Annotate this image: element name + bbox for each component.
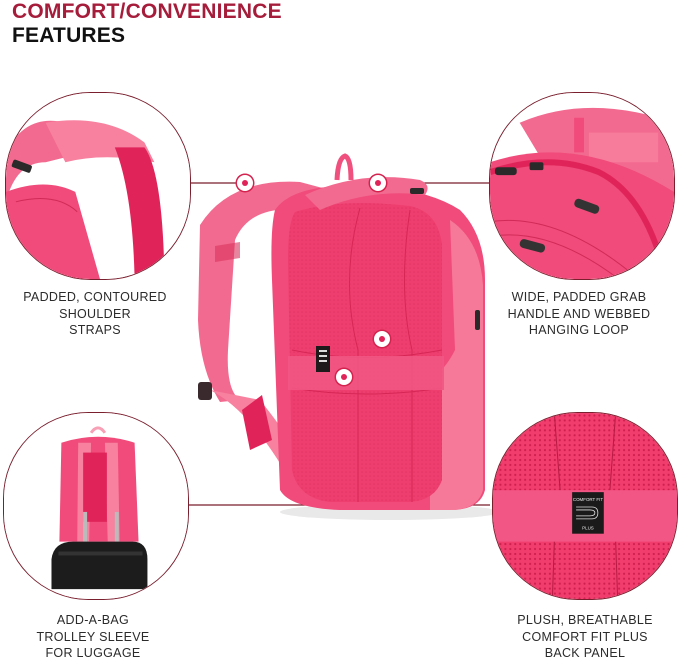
caption-trolley-sleeve: ADD-A-BAG TROLLEY SLEEVE FOR LUGGAGE (0, 612, 193, 662)
caption-grab-handle: WIDE, PADDED GRAB HANDLE AND WEBBED HANG… (479, 289, 679, 339)
backpack-rear-view-image (180, 150, 500, 530)
marker-shoulder-strap (237, 175, 253, 191)
caption-line: SHOULDER (59, 306, 131, 321)
caption-line: HANDLE AND WEBBED (507, 306, 651, 321)
title-line-features: FEATURES (12, 24, 126, 47)
grab-handle-closeup-icon (490, 93, 674, 279)
mesh-back-panel-icon: COMFORT FIT PLUS (493, 413, 677, 599)
marker-back-panel (374, 331, 390, 347)
caption-line: FOR LUGGAGE (45, 646, 141, 660)
pink-backpack-icon (198, 153, 500, 520)
caption-shoulder-straps: PADDED, CONTOURED SHOULDER STRAPS (0, 289, 195, 339)
caption-line: HANGING LOOP (528, 323, 630, 337)
marker-trolley-sleeve (336, 369, 352, 385)
comfort-fit-label: COMFORT FIT (573, 497, 603, 502)
caption-line: PLUSH, BREATHABLE (517, 613, 653, 627)
backpack-on-luggage-icon (4, 413, 188, 599)
caption-line: BACK PANEL (544, 646, 626, 660)
caption-line: WIDE, PADDED GRAB (511, 290, 647, 304)
caption-line: ADD-A-BAG (56, 613, 130, 627)
caption-back-panel: PLUSH, BREATHABLE COMFORT FIT PLUS BACK … (485, 612, 679, 662)
caption-line: TROLLEY SLEEVE (36, 629, 150, 644)
plus-label: PLUS (582, 526, 594, 531)
marker-grab-handle (370, 175, 386, 191)
title-line-accent: COMFORT/CONVENIENCE (12, 0, 282, 23)
page-title: COMFORT/CONVENIENCE FEATURES (12, 0, 282, 48)
callout-trolley-sleeve (3, 412, 189, 600)
caption-line: STRAPS (69, 323, 121, 337)
callout-back-panel: COMFORT FIT PLUS (492, 412, 678, 600)
caption-line: PADDED, CONTOURED (23, 290, 167, 304)
callout-grab-handle (489, 92, 675, 280)
callout-shoulder-straps (5, 92, 191, 280)
shoulder-strap-closeup-icon (6, 93, 190, 279)
caption-line: COMFORT FIT PLUS (522, 629, 648, 644)
